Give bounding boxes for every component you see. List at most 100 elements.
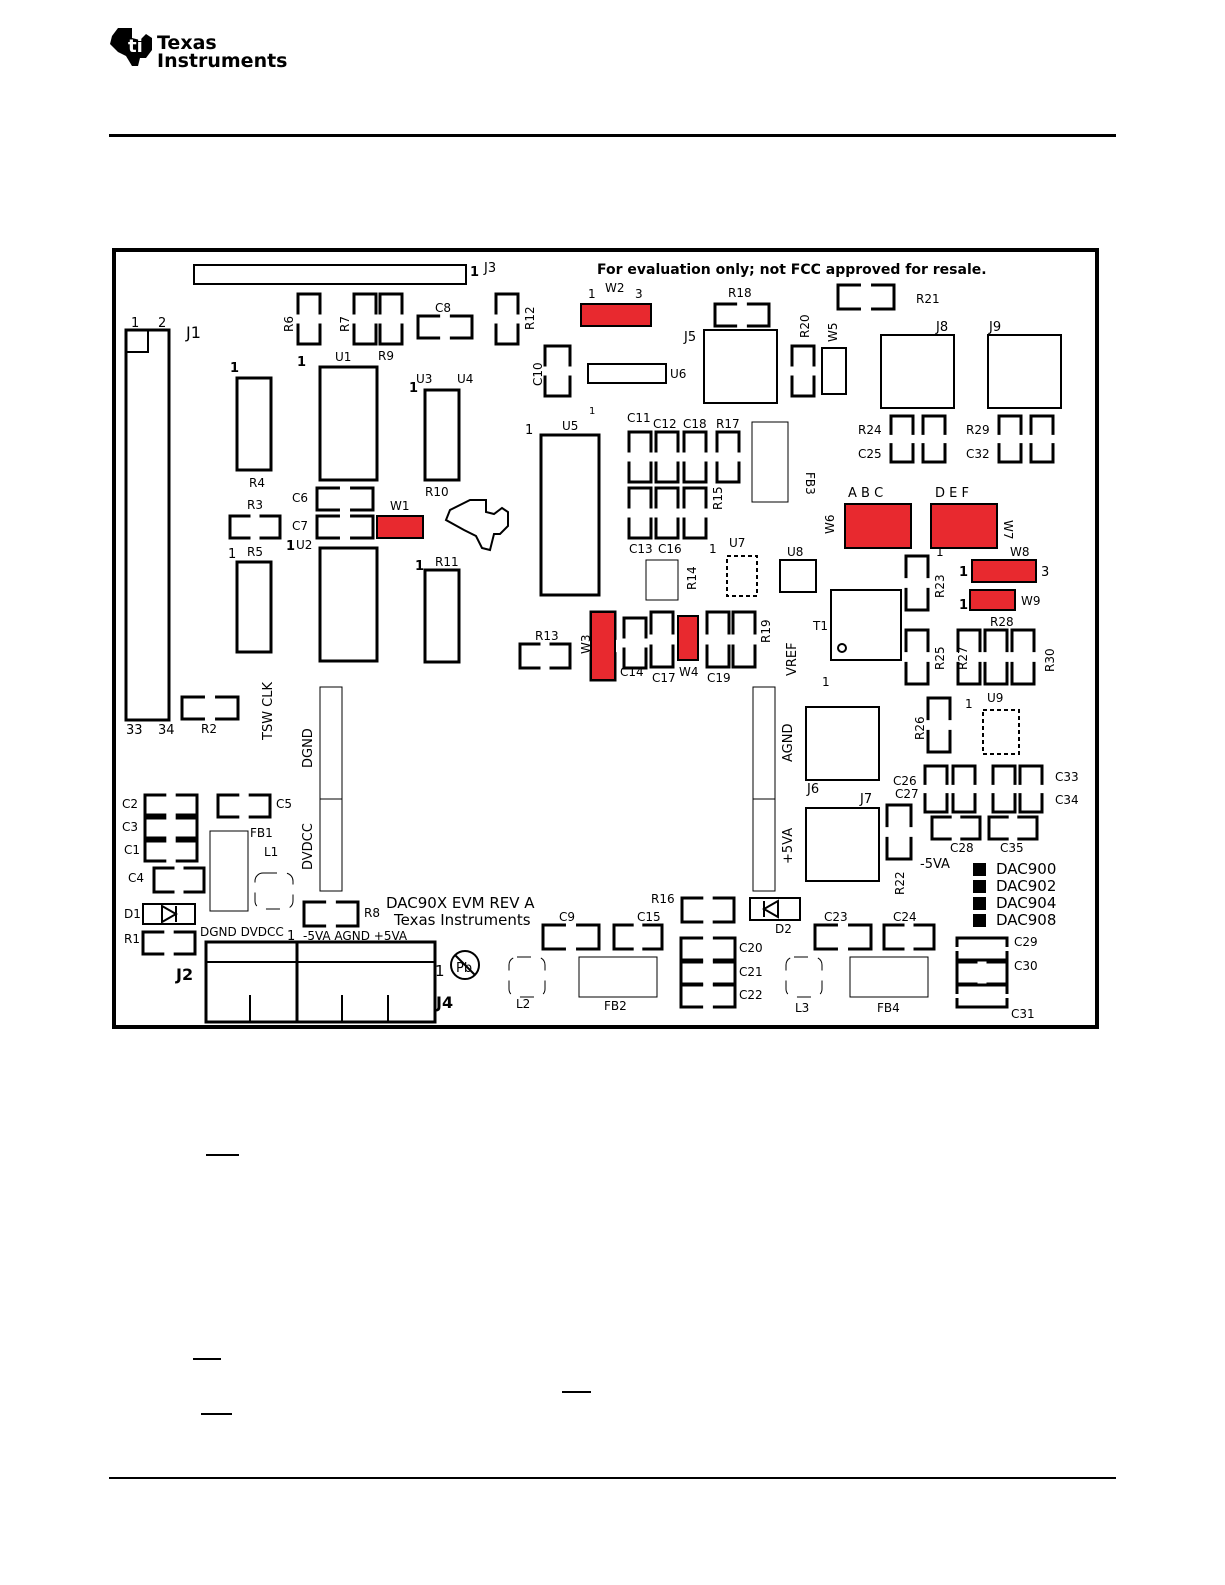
- j1-pin33: 33: [126, 723, 143, 738]
- w2-pin1: 1: [588, 287, 596, 301]
- u1-label: U1: [335, 350, 351, 364]
- w7-label: W7: [1001, 520, 1015, 540]
- u9-label: U9: [987, 691, 1003, 705]
- r3-label: R3: [247, 498, 263, 512]
- u8-label: U8: [787, 545, 803, 559]
- neg5va-label: -5VA: [920, 857, 950, 872]
- c3-pad: [143, 816, 199, 840]
- dac-option-2: DAC902: [996, 877, 1056, 895]
- j4-label: J4: [435, 993, 453, 1012]
- dvdcc-header: [319, 798, 343, 892]
- j1-pin34: 34: [158, 723, 175, 738]
- j1-label: J1: [185, 323, 201, 342]
- r4-label: R4: [249, 476, 265, 490]
- c13-label: C13: [629, 542, 653, 556]
- c28-label: C28: [950, 841, 974, 855]
- brand-line1: Texas: [157, 32, 217, 54]
- dac-option-4: DAC908: [996, 911, 1056, 929]
- c32-pad: [1029, 414, 1055, 464]
- fcc-notice: For evaluation only; not FCC approved fo…: [597, 262, 987, 278]
- r14-part: [645, 559, 679, 601]
- c29-label: C29: [1014, 935, 1038, 949]
- dac902-box: [973, 880, 986, 893]
- u4-label: U4: [457, 372, 473, 386]
- u2-label: U2: [296, 538, 312, 552]
- r23-label: R23: [933, 574, 947, 598]
- r1-label: R1: [124, 932, 140, 946]
- c20-label: C20: [739, 941, 763, 955]
- c6-label: C6: [292, 491, 308, 505]
- j1-connector: [124, 328, 171, 722]
- j1-pin2: 2: [158, 316, 166, 331]
- c29-pad: [955, 936, 1009, 962]
- t1-label: T1: [812, 619, 828, 633]
- t1-transformer: [830, 589, 902, 661]
- u3-pin1: 1: [409, 381, 418, 396]
- w7-pin1: 1: [936, 545, 944, 559]
- c10-label: C10: [531, 362, 545, 386]
- c21-label: C21: [739, 965, 763, 979]
- w4-jumper: [677, 615, 699, 661]
- dvdcc-label: DVDCC: [301, 823, 316, 870]
- board-outline: [112, 248, 1099, 1029]
- j2-label: J2: [175, 965, 193, 984]
- u2-pin1: 1: [286, 539, 295, 554]
- c1-pad: [143, 839, 199, 863]
- r3-pad: [228, 514, 282, 540]
- l3-label: L3: [795, 1001, 809, 1015]
- r29-pad: [997, 414, 1023, 464]
- dgnd-label: DGND: [301, 728, 316, 768]
- c27-label: C27: [895, 787, 919, 801]
- l2-inductor: [508, 956, 546, 998]
- j8-label: J8: [935, 320, 948, 335]
- l1-label: L1: [264, 845, 278, 859]
- dac-option-1: DAC900: [996, 860, 1056, 878]
- r28-label: R28: [990, 615, 1014, 629]
- r6-label: R6: [282, 316, 296, 332]
- ti-state-icon: [110, 28, 152, 66]
- r13-label: R13: [535, 629, 559, 643]
- c2-pad: [143, 793, 199, 817]
- r15a-pad: [682, 486, 708, 540]
- r30-pad: [1010, 628, 1036, 686]
- c11-label: C11: [627, 411, 651, 425]
- u9-chip: [982, 709, 1020, 755]
- j9-label: J9: [988, 320, 1001, 335]
- c24-label: C24: [893, 910, 917, 924]
- u6-chip: [587, 363, 667, 384]
- 5va-label: +5VA: [781, 828, 796, 864]
- jumper-def-label: D E F: [935, 486, 969, 501]
- fb2-label: FB2: [604, 999, 627, 1013]
- w2-label: W2: [605, 281, 625, 295]
- fb2-part: [578, 956, 658, 998]
- c26-label: C26: [893, 774, 917, 788]
- header-rule: [109, 134, 1116, 137]
- r24-label: R24: [858, 423, 882, 437]
- c30-pad: [955, 960, 1009, 986]
- overline-mark-1: [206, 1154, 239, 1156]
- c33-pad: [991, 764, 1017, 814]
- c9-pad: [541, 923, 601, 951]
- c27-pad: [951, 764, 977, 814]
- c5-pad: [216, 793, 272, 819]
- svg-text:ti: ti: [128, 36, 143, 57]
- u7-label: U7: [729, 536, 745, 550]
- r11-label: R11: [435, 555, 459, 569]
- j3-pin1: 1: [470, 265, 479, 280]
- rev-line1: DAC90X EVM REV A: [386, 894, 535, 912]
- r30-label: R30: [1043, 648, 1057, 672]
- c12-label: C12: [653, 417, 677, 431]
- overline-mark-2: [193, 1358, 221, 1360]
- w3-jumper: [590, 611, 616, 681]
- ti-logo: ti Texas Instruments: [110, 28, 288, 72]
- l2-label: L2: [516, 997, 530, 1011]
- l3-inductor: [785, 956, 823, 998]
- w6-label: W6: [823, 515, 837, 535]
- c34-label: C34: [1055, 793, 1079, 807]
- r20-pad: [790, 344, 816, 398]
- footer-rule: [109, 1477, 1116, 1479]
- overline-mark-3: [562, 1391, 591, 1393]
- c25-pad: [921, 414, 947, 464]
- r25-label: R25: [933, 646, 947, 670]
- u7-pin1: 1: [709, 542, 717, 556]
